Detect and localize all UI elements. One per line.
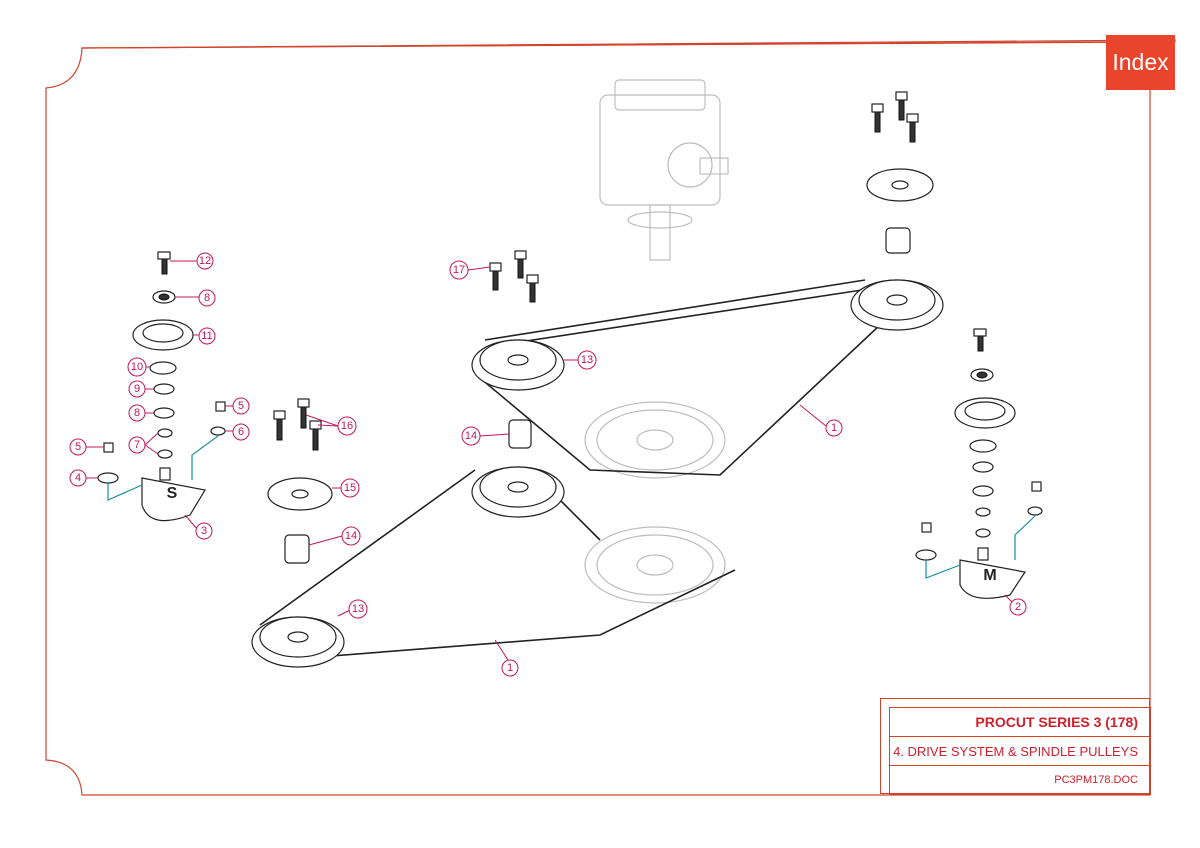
callout-9: 9 (128, 380, 146, 398)
svg-text:5: 5 (238, 400, 244, 412)
title-block: PROCUT SERIES 3 (178) 4. DRIVE SYSTEM & … (880, 698, 1151, 795)
callout-14-upper: 14 (461, 426, 481, 446)
callout-4: 4 (69, 469, 87, 487)
callout-5-left: 5 (69, 438, 87, 456)
callout-7: 7 (128, 436, 146, 454)
doc-ref-row: PC3PM178.DOC (890, 766, 1150, 794)
svg-text:10: 10 (131, 361, 143, 373)
right-spindle-stack: M (915, 328, 1043, 599)
title-row: PROCUT SERIES 3 (178) (890, 708, 1150, 737)
svg-text:2: 2 (1015, 601, 1021, 613)
callout-1-lower: 1 (501, 659, 519, 677)
callout-3: 3 (195, 522, 213, 540)
svg-text:8: 8 (204, 292, 210, 304)
callout-13-lower: 13 (348, 599, 368, 619)
middle-hardware (267, 250, 539, 564)
svg-text:5: 5 (75, 441, 81, 453)
svg-text:1: 1 (507, 662, 513, 674)
callout-5-right: 5 (232, 397, 250, 415)
subtitle-row: 4. DRIVE SYSTEM & SPINDLE PULLEYS (890, 737, 1150, 766)
left-spindle-stack: S (97, 251, 226, 522)
document-subtitle: 4. DRIVE SYSTEM & SPINDLE PULLEYS (893, 743, 1138, 759)
svg-text:9: 9 (134, 383, 140, 395)
main-pulley-lower (584, 526, 726, 604)
upper-belt (471, 279, 944, 476)
callout-1-upper: 1 (825, 419, 843, 437)
svg-text:11: 11 (201, 330, 212, 342)
callout-12: 12 (196, 252, 214, 270)
svg-text:16: 16 (341, 420, 353, 432)
callout-8-upper: 8 (198, 289, 216, 307)
title-block-inner: PROCUT SERIES 3 (178) 4. DRIVE SYSTEM & … (889, 707, 1151, 795)
callout-14-lower: 14 (341, 526, 361, 546)
callout-16: 16 (337, 416, 357, 436)
document-title: PROCUT SERIES 3 (178) (975, 714, 1138, 730)
svg-text:13: 13 (352, 603, 364, 615)
svg-text:13: 13 (581, 354, 593, 366)
svg-text:4: 4 (75, 472, 81, 484)
main-pulley-upper (584, 401, 726, 479)
svg-text:1: 1 (831, 422, 837, 434)
plate-label-s: S (167, 485, 178, 502)
callout-8-lower: 8 (128, 404, 146, 422)
top-right-hardware (866, 91, 934, 254)
callout-11: 11 (198, 327, 216, 345)
callout-15: 15 (340, 478, 360, 498)
leader-lines (86, 260, 1014, 661)
svg-text:3: 3 (201, 525, 207, 537)
svg-text:12: 12 (199, 255, 211, 267)
plate-label-m: M (983, 567, 996, 584)
callout-10: 10 (127, 357, 147, 377)
document-reference: PC3PM178.DOC (1054, 774, 1138, 786)
index-button[interactable]: Index (1106, 35, 1175, 90)
svg-text:7: 7 (134, 439, 140, 451)
svg-text:14: 14 (465, 430, 477, 442)
callout-6: 6 (232, 423, 250, 441)
svg-text:15: 15 (344, 482, 356, 494)
callout-2: 2 (1009, 598, 1027, 616)
lower-belt (251, 466, 736, 668)
callout-17: 17 (449, 260, 469, 280)
gearbox (599, 79, 729, 261)
svg-text:17: 17 (453, 264, 465, 276)
svg-text:8: 8 (134, 407, 140, 419)
svg-text:6: 6 (238, 426, 244, 438)
svg-text:14: 14 (345, 530, 357, 542)
callout-13-upper: 13 (577, 350, 597, 370)
